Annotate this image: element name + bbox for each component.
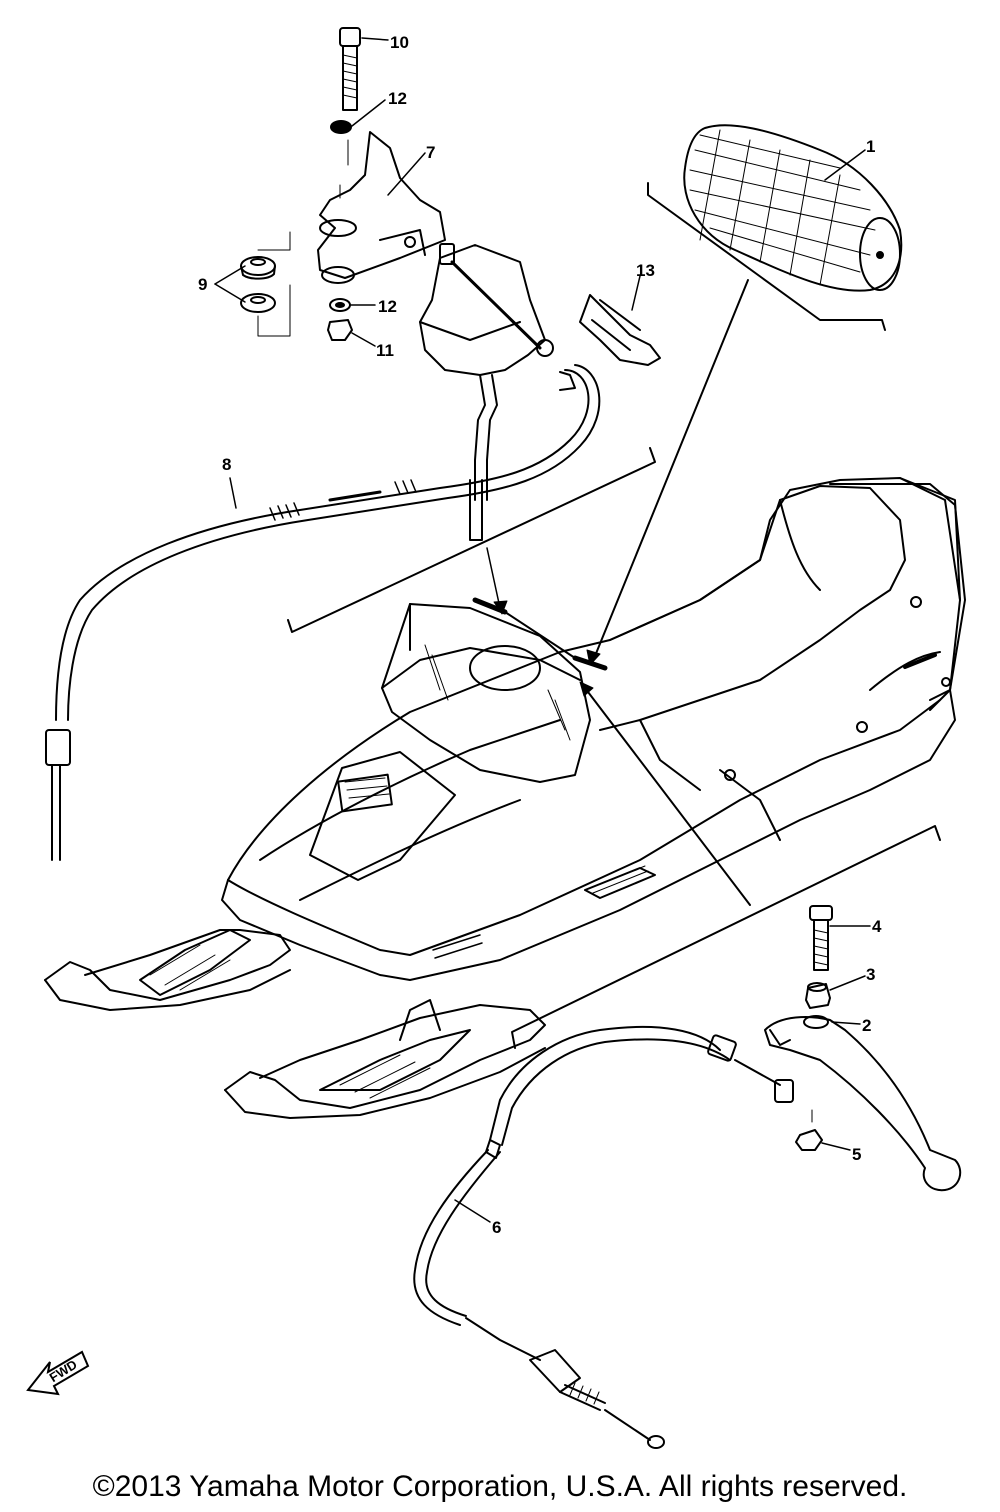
brake-bolt: [810, 906, 832, 970]
throttle-leader-line: [487, 548, 500, 608]
callout-13: 13: [636, 261, 655, 280]
front-ski-left: [45, 930, 290, 1010]
exploded-parts-diagram: FWD 10 12 7 9 12 11 13 1 8 4 3 2 5 6: [0, 0, 1000, 1460]
callout-4: 4: [872, 917, 882, 936]
throttle-housing: [420, 244, 553, 540]
callout-12-bottom: 12: [378, 297, 397, 316]
callout-8: 8: [222, 455, 231, 474]
front-ski-right: [225, 1000, 545, 1118]
brake-cable: [414, 1027, 793, 1448]
collar: [806, 983, 830, 1008]
grip-leader-line: [595, 280, 748, 656]
callout-11: 11: [376, 341, 394, 360]
throttle-section-line: [288, 448, 655, 632]
brake-nut: [796, 1130, 822, 1150]
callout-6: 6: [492, 1218, 501, 1237]
throttle-cable: [46, 365, 599, 860]
copyright-notice: ©2013 Yamaha Motor Corporation, U.S.A. A…: [92, 1470, 908, 1503]
callout-5: 5: [852, 1145, 861, 1164]
callout-2: 2: [862, 1016, 871, 1035]
callout-leaders: [215, 38, 870, 1222]
throttle-bolt: [340, 28, 360, 110]
washer-bottom: [330, 299, 350, 311]
brake-section-line: [512, 826, 940, 1048]
grip-section-line: [648, 183, 885, 330]
callout-7: 7: [426, 143, 435, 162]
grip: [684, 125, 901, 290]
clip: [580, 295, 660, 365]
callout-9: 9: [198, 275, 207, 294]
snowmobile-body: [222, 478, 965, 980]
callout-1: 1: [866, 137, 875, 156]
nut: [328, 320, 352, 340]
forward-direction-icon: FWD: [28, 1352, 88, 1394]
callout-12-top: 12: [388, 89, 407, 108]
callout-10: 10: [390, 33, 409, 52]
callout-3: 3: [866, 965, 875, 984]
alignment-lines: [258, 140, 348, 336]
brake-leader-line: [585, 688, 750, 905]
rubber-grommets: [241, 257, 275, 312]
washer-top: [331, 121, 351, 133]
brake-lever: [765, 1016, 960, 1190]
